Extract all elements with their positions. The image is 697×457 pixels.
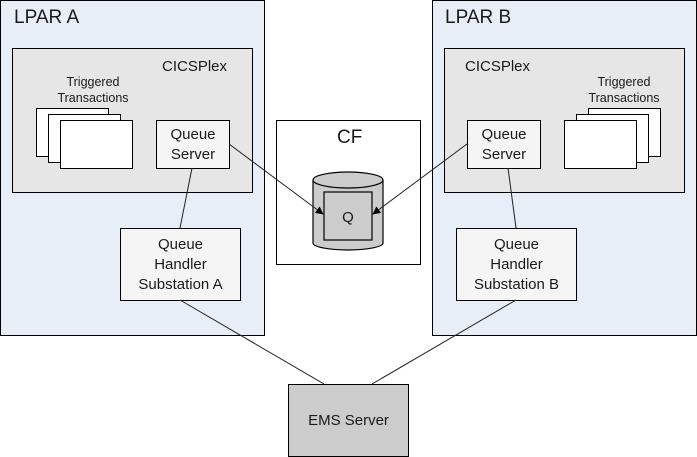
queue-handler-a[interactable]: Queue Handler Substation A	[120, 228, 241, 301]
ems-server[interactable]: EMS Server	[288, 384, 409, 457]
queue-server-a[interactable]: Queue Server	[156, 120, 230, 169]
triggered-transactions-b-label: Triggered Transactions	[588, 75, 660, 105]
queue-server-b[interactable]: Queue Server	[467, 120, 541, 169]
ems-server-label: EMS Server	[308, 412, 389, 429]
transaction-page-b-3	[564, 120, 637, 169]
transaction-page-a-3	[60, 120, 133, 169]
cicsplex-b-title: CICSPlex	[465, 58, 531, 75]
cf-title: CF	[337, 127, 363, 148]
lpar-b-title: LPAR B	[445, 7, 512, 28]
triggered-transactions-a-label: Triggered Transactions	[57, 75, 129, 105]
lpar-a-title: LPAR A	[14, 7, 80, 28]
coupling-facility: CF	[276, 120, 421, 265]
cicsplex-a-title: CICSPlex	[162, 58, 228, 75]
queue-handler-b[interactable]: Queue Handler Substation B	[456, 228, 577, 301]
